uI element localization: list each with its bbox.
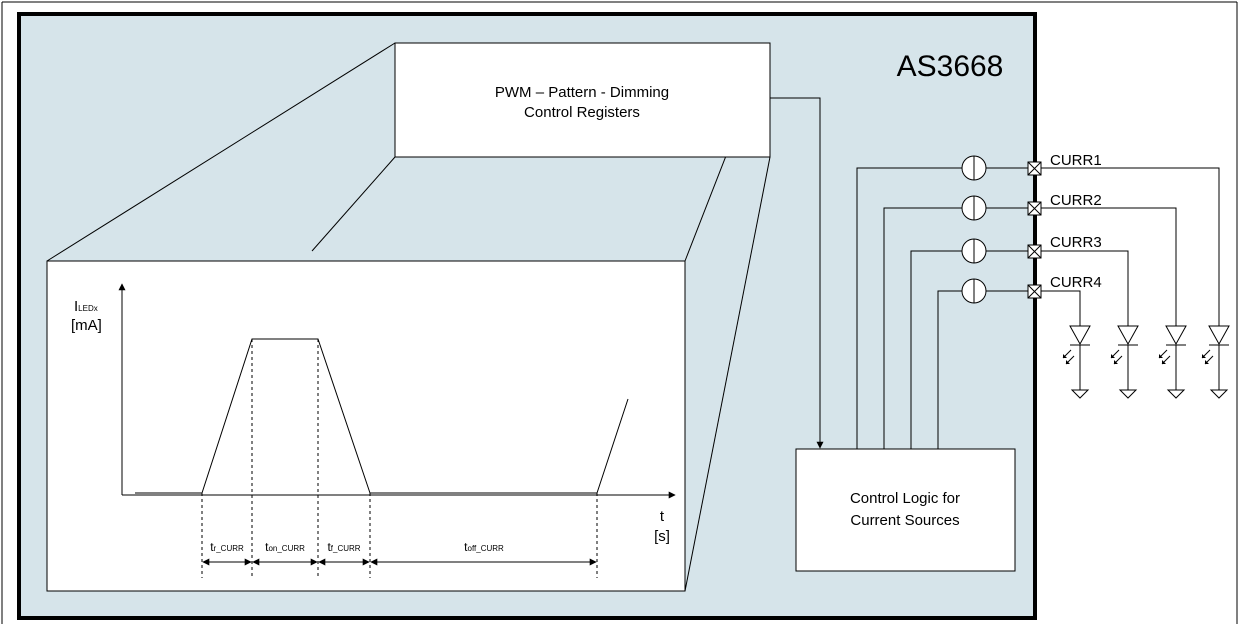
waveform-box: [46, 260, 686, 592]
registers-box: [394, 42, 771, 158]
pin-2-wire: [1041, 207, 1177, 326]
t-rise-label: tr_CURR: [210, 540, 244, 554]
ground-icon: [1166, 389, 1186, 399]
ground-icon: [1070, 389, 1090, 399]
x-axis-unit: [s]: [654, 528, 670, 545]
led-diode-icon: [1208, 325, 1230, 346]
pin-4-wire: [1041, 290, 1081, 326]
registers-box-line1: PWM – Pattern - Dimming: [495, 84, 669, 101]
channel-3-control-wire: [910, 250, 962, 449]
channel-3: CURR3: [910, 234, 1129, 449]
channel-2-control-wire: [883, 207, 962, 449]
pin-label-curr2: CURR2: [1050, 192, 1102, 209]
t-off-label: toff_CURR: [464, 540, 504, 554]
zoom-line-bottom-right: [684, 156, 771, 592]
led-emission-arrowhead: [1205, 360, 1209, 364]
registers-to-logic-arrow: [770, 97, 824, 449]
pin-3-wire: [1041, 250, 1129, 326]
ground-icon: [1209, 389, 1229, 399]
led-emission-arrowhead: [1063, 354, 1067, 358]
chip-title: AS3668: [897, 50, 1004, 83]
pin-1-wire: [1041, 167, 1220, 326]
led-diode-icon: [1165, 325, 1187, 346]
y-axis-label: ILEDx: [74, 298, 98, 315]
pin-pad-icon-cross-b: [1027, 284, 1042, 299]
pin-label-curr3: CURR3: [1050, 234, 1102, 251]
control-logic-line2: Current Sources: [850, 512, 959, 529]
led-diode-icon: [1117, 325, 1139, 346]
led-emission-arrowhead: [1066, 360, 1070, 364]
y-axis-unit: [mA]: [71, 317, 102, 334]
led-emission-arrowhead: [1202, 354, 1206, 358]
control-logic-line1: Control Logic for: [850, 490, 960, 507]
zoom-line-inner: [311, 156, 396, 252]
pin-pad-icon-cross-b: [1027, 244, 1042, 259]
channel-2: CURR2: [883, 192, 1177, 449]
channel-4: CURR4: [937, 274, 1102, 449]
pin-label-curr4: CURR4: [1050, 274, 1102, 291]
led-array: [1062, 325, 1230, 399]
timing-guides: [201, 339, 598, 578]
pin-pad-icon-cross-b: [1027, 161, 1042, 176]
registers-box-line2: Control Registers: [524, 104, 640, 121]
led-emission-arrowhead: [1114, 360, 1118, 364]
channel-1: CURR1: [856, 152, 1220, 449]
pin-label-curr1: CURR1: [1050, 152, 1102, 169]
control-logic-box: [795, 448, 1016, 572]
led-emission-arrowhead: [1111, 354, 1115, 358]
led-diode-icon: [1069, 325, 1091, 346]
zoom-line-left: [46, 42, 396, 262]
channel-4-control-wire: [937, 290, 962, 449]
channel-1-control-wire: [856, 167, 962, 449]
led-emission-arrowhead: [1159, 354, 1163, 358]
t-on-label: ton_CURR: [265, 540, 305, 554]
t-fall-label: tf_CURR: [327, 540, 360, 554]
pin-pad-icon-cross-b: [1027, 201, 1042, 216]
ground-icon: [1118, 389, 1138, 399]
led-emission-arrowhead: [1162, 360, 1166, 364]
x-axis-label: t: [660, 508, 665, 525]
